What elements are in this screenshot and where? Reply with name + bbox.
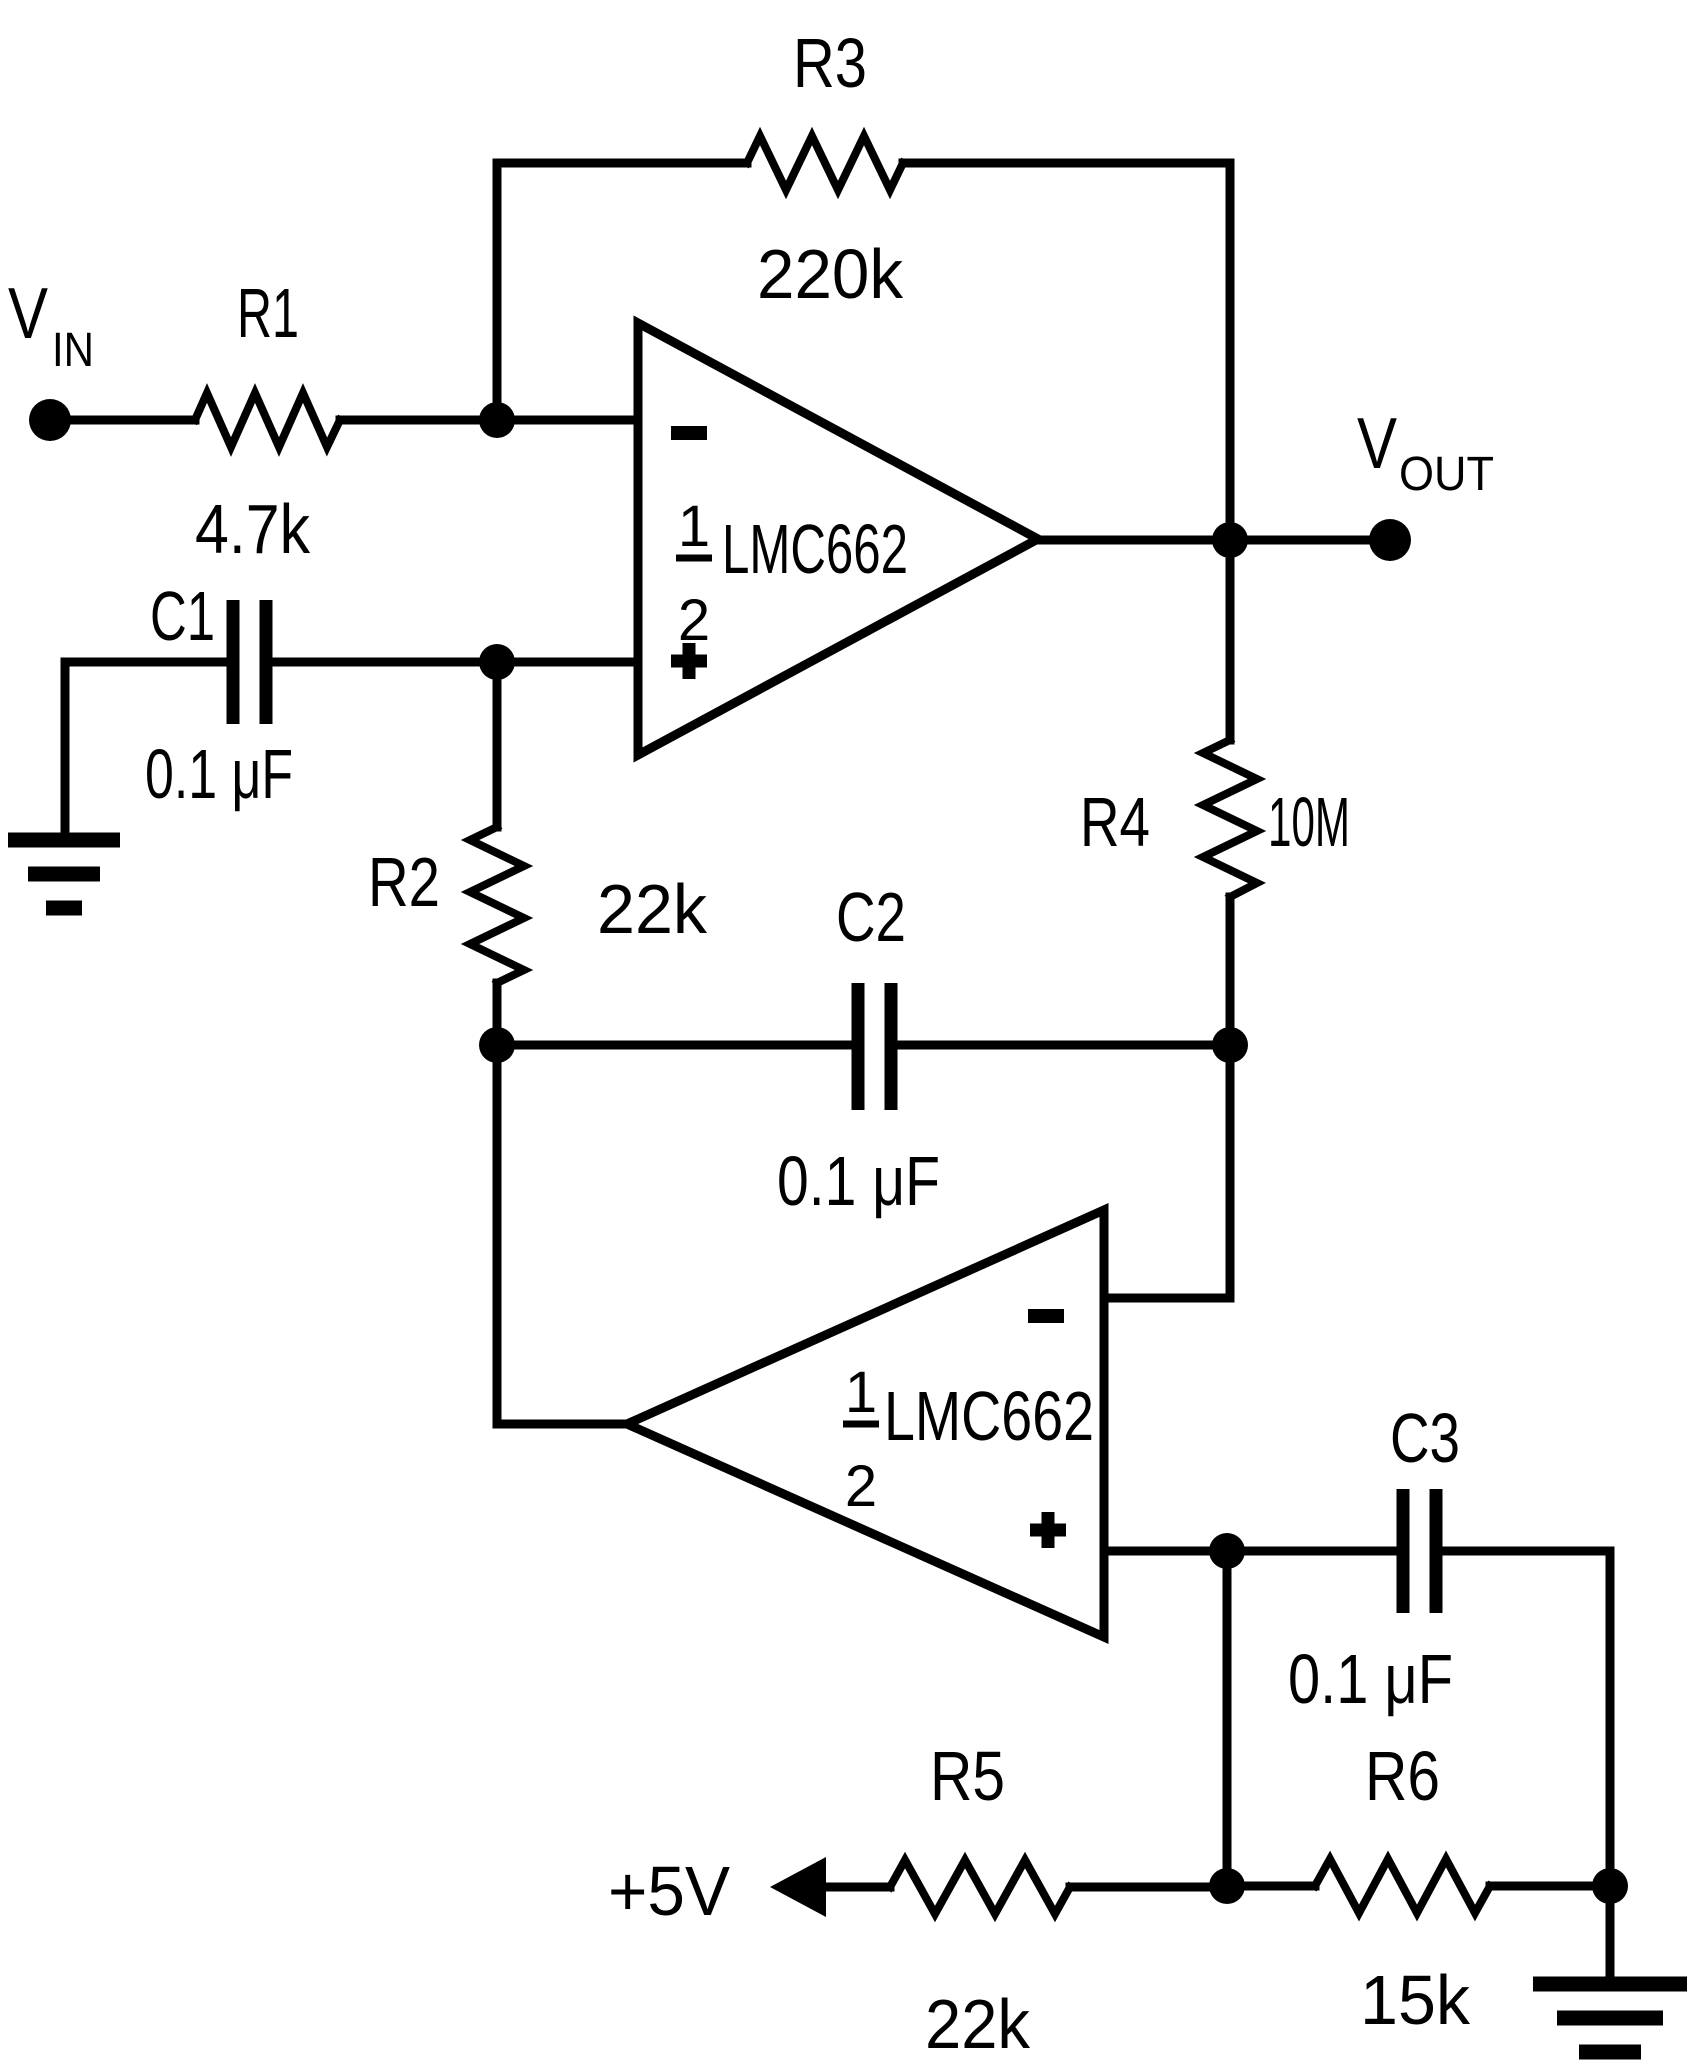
resistor-R6-ref: R6 [1365, 1737, 1440, 1815]
resistor-R1-ref: R1 [237, 274, 299, 352]
resistor-R5-value: 22k [925, 1985, 1031, 2063]
resistor-R5: R5 22k [884, 1737, 1076, 2063]
input-terminal-symbol: V [8, 274, 48, 354]
capacitor-C3: C3 0.1 μF [1288, 1399, 1460, 1718]
supply-5v: +5V [608, 1852, 826, 1930]
junction-dot [479, 1027, 515, 1063]
capacitor-C2-ref: C2 [836, 878, 906, 956]
opamp1-triangle [633, 315, 1048, 763]
capacitor-C1-ref: C1 [150, 577, 215, 655]
resistor-R3-zigzag [741, 126, 909, 200]
resistor-R2-ref: R2 [368, 843, 440, 921]
input-terminal-dot [29, 399, 71, 441]
opamp1-noninverting-input-icon [671, 643, 707, 679]
resistor-R6: R6 15k [1309, 1737, 1496, 2039]
opamp2-noninverting-input-icon [1030, 1512, 1066, 1548]
resistor-R5-ref: R5 [930, 1737, 1005, 1815]
wire-c3-right [1438, 1546, 1615, 1891]
capacitor-C1: C1 0.1 μF [145, 577, 293, 813]
opamp2-half-designator: 1 2 [843, 1360, 879, 1519]
input-terminal: V IN [8, 274, 94, 441]
junction-dot [1592, 1868, 1628, 1904]
capacitor-C3-value: 0.1 μF [1288, 1640, 1453, 1718]
output-terminal-symbol: V [1357, 404, 1397, 484]
resistor-R6-zigzag [1309, 1850, 1496, 1922]
opamp2: 1 2 LMC662 [615, 1203, 1109, 1644]
resistor-R3: R3 220k [741, 24, 909, 313]
resistor-R1: R1 4.7k [189, 274, 346, 568]
junction-dot [1212, 1027, 1248, 1063]
resistor-R3-ref: R3 [793, 24, 867, 102]
supply-arrow-icon [770, 1857, 826, 1917]
resistor-R4-ref: R4 [1080, 783, 1150, 861]
junction-dots [479, 402, 1628, 1904]
junction-dot [1212, 522, 1248, 558]
opamp2-fraction-denominator: 2 [845, 1454, 877, 1519]
opamp1-half-designator: 1 2 [676, 494, 712, 653]
output-terminal-subscript: OUT [1399, 448, 1494, 501]
junction-dot [1209, 1868, 1245, 1904]
capacitor-C3-ref: C3 [1390, 1399, 1460, 1477]
opamp2-fraction-numerator: 1 [845, 1360, 877, 1425]
output-terminal: V OUT [1357, 404, 1494, 561]
resistor-R1-zigzag [189, 383, 346, 457]
resistor-R3-value: 220k [757, 235, 904, 313]
resistor-R2-zigzag [460, 821, 534, 989]
resistor-R1-value: 4.7k [195, 490, 311, 568]
resistor-R5-zigzag [884, 1851, 1076, 1923]
wire-opamp2-feedback-left [492, 1040, 632, 1429]
capacitor-C2-value: 0.1 μF [777, 1142, 940, 1220]
junction-dot [479, 402, 515, 438]
opamp1-fraction-denominator: 2 [678, 588, 710, 653]
wire-feedback-left [492, 158, 752, 425]
wires [45, 158, 1615, 1989]
wire-opamp2-inverting [1099, 1040, 1235, 1303]
opamp1-part-label: LMC662 [722, 510, 908, 588]
ground2-icon [1533, 1976, 1687, 2060]
input-terminal-subscript: IN [52, 324, 94, 377]
resistor-R4-zigzag [1193, 734, 1267, 903]
opamp1-fraction-numerator: 1 [678, 494, 710, 559]
junction-dot [1209, 1533, 1245, 1569]
resistor-R4: R4 10M [1080, 734, 1350, 903]
resistor-R2-value: 22k [597, 870, 708, 948]
resistor-R4-value: 10M [1268, 783, 1350, 861]
resistor-R6-value: 15k [1360, 1961, 1471, 2039]
capacitor-C2: C2 0.1 μF [777, 878, 940, 1220]
capacitor-C1-value: 0.1 μF [145, 735, 293, 813]
junction-dot [479, 644, 515, 680]
opamp1: 1 2 LMC662 [633, 315, 1048, 763]
wire-feedback-right [898, 158, 1235, 545]
output-terminal-dot [1369, 519, 1411, 561]
opamp2-part-label: LMC662 [884, 1377, 1094, 1455]
supply-label: +5V [608, 1852, 730, 1930]
ground1-icon [8, 832, 120, 916]
resistor-R2: R2 22k [368, 821, 708, 989]
